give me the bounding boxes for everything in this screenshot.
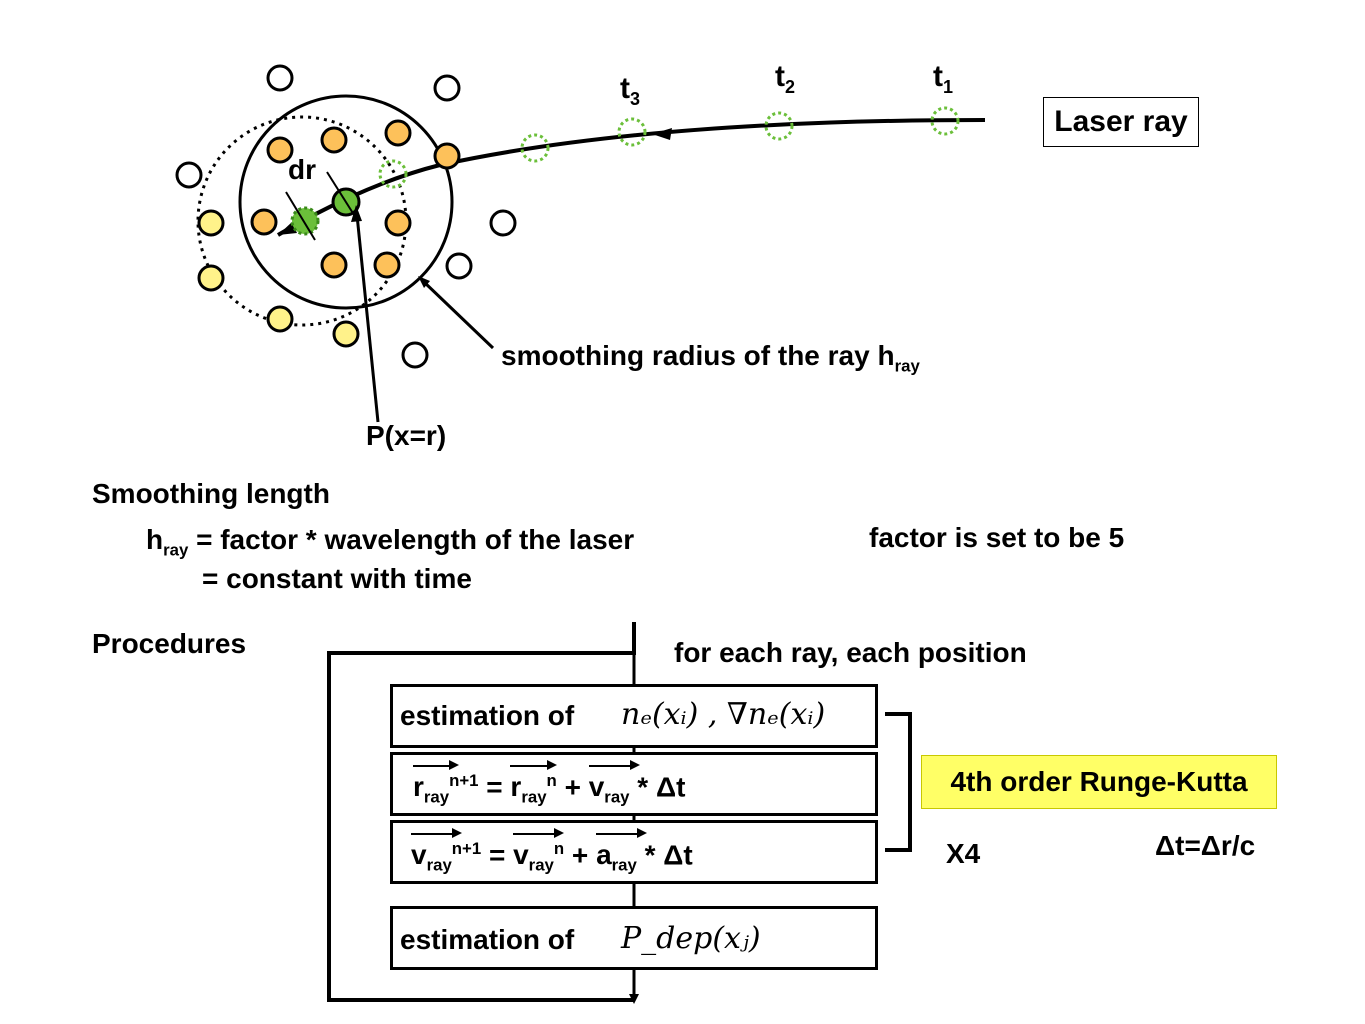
- t2-label: t2: [775, 60, 796, 97]
- p-arrow-head: [351, 205, 362, 222]
- smoothing-formula-line1: hray = factor * wavelength of the laser: [146, 524, 635, 560]
- step4-math: P_dep(xⱼ): [621, 921, 761, 956]
- step1-prefix: estimation of: [400, 700, 575, 731]
- ray-position-next: [290, 206, 320, 236]
- rk-bracket: [885, 712, 912, 852]
- dr-label: dr: [288, 154, 316, 185]
- t1-label: t1: [933, 60, 954, 97]
- step1-math: nₑ(xᵢ) , ∇nₑ(xᵢ): [621, 697, 826, 732]
- inside-particles: [250, 119, 461, 279]
- step-estimate-deposition: estimation of P_dep(xⱼ): [390, 906, 878, 970]
- smoothing-formula-line2: = constant with time: [202, 563, 472, 594]
- outside-particles: [175, 64, 517, 369]
- smoothing-heading: Smoothing length: [92, 478, 330, 509]
- dr-tick-1: [285, 191, 316, 241]
- step2-equation: rrayn+1 = rrayn + vray * Δt: [413, 760, 686, 807]
- factor-note: factor is set to be 5: [869, 522, 1125, 553]
- p-arrow-line: [355, 214, 380, 423]
- ray-mid-arrow: [652, 128, 672, 140]
- dt-label: Δt=Δr/c: [1155, 830, 1256, 861]
- step4-prefix: estimation of: [400, 924, 575, 955]
- rk-label: 4th order Runge-Kutta: [921, 755, 1277, 809]
- smoothing-radius-label: smoothing radius of the ray hray: [501, 340, 920, 376]
- dr-tick-2: [326, 171, 357, 219]
- t3-label: t3: [620, 72, 641, 109]
- laser-ray-label: Laser ray: [1043, 97, 1199, 147]
- p-label: P(x=r): [366, 420, 447, 451]
- radius-arrow-line: [422, 280, 495, 350]
- boundary-particles: [197, 209, 360, 348]
- loop-line: [327, 622, 636, 1002]
- radius-arrow-head: [418, 276, 430, 288]
- step-estimate-density: estimation of nₑ(xᵢ) , ∇nₑ(xᵢ): [390, 684, 878, 748]
- loop-note: for each ray, each position: [674, 637, 1027, 668]
- step-update-velocity: vrayn+1 = vrayn + aray * Δt: [390, 820, 878, 884]
- ray-past-positions: [378, 106, 960, 189]
- step-update-position: rrayn+1 = rrayn + vray * Δt: [390, 752, 878, 816]
- procedures-heading: Procedures: [92, 628, 247, 659]
- laser-ray-path: [276, 118, 986, 237]
- x4-label: X4: [946, 838, 981, 869]
- step3-equation: vrayn+1 = vrayn + aray * Δt: [411, 828, 693, 875]
- smoothing-circle: [238, 94, 454, 310]
- loop-arrowhead: [629, 994, 639, 1004]
